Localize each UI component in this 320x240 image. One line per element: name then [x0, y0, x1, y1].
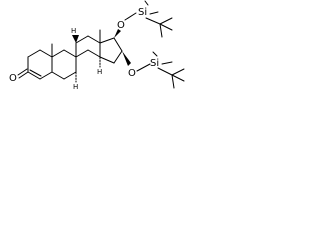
ring-c — [75, 29, 101, 58]
bond — [75, 35, 89, 44]
bond — [99, 37, 115, 44]
carbonyl-double — [17, 68, 28, 76]
ring-a — [17, 49, 53, 80]
bond — [99, 56, 115, 64]
bond — [39, 71, 53, 80]
molecule-drawing: O Si O Si H H H O — [9, 0, 185, 91]
wedge-bond — [122, 51, 131, 66]
bond — [124, 12, 137, 21]
wedge-bond — [114, 29, 121, 38]
bond — [39, 49, 53, 58]
si-methyl — [161, 61, 173, 65]
carbonyl-bond — [18, 71, 29, 79]
si-tbu — [157, 67, 173, 76]
otbs-top: O Si — [114, 0, 173, 38]
tbu-branch — [171, 74, 185, 82]
oxygen-label: O — [117, 20, 125, 31]
hydrogen-label: H — [73, 83, 78, 91]
structure-diagram: O Si O Si H H H O — [0, 0, 215, 124]
bond — [51, 71, 65, 80]
bond — [87, 35, 101, 44]
ring-b — [51, 43, 77, 80]
silicon-label: Si — [150, 58, 159, 69]
bond — [51, 49, 65, 58]
bond — [75, 49, 89, 58]
si-tbu — [145, 17, 161, 25]
oxygen-label: O — [128, 68, 136, 79]
hydrogen-label: H — [71, 27, 76, 35]
si-methyl — [144, 0, 149, 6]
si-methyl — [149, 11, 159, 15]
stereo-hydrogens: H H H — [71, 27, 102, 91]
bond — [27, 71, 41, 80]
bond — [113, 37, 123, 52]
tbu-branch — [159, 17, 173, 25]
tbu-branch — [171, 74, 175, 89]
tbu-branch — [159, 23, 173, 31]
ring-d — [99, 37, 123, 64]
hydrogen-label: H — [97, 68, 102, 76]
bond — [113, 50, 123, 64]
wedge-bond — [72, 35, 79, 43]
bond — [63, 71, 77, 80]
silicon-label: Si — [138, 7, 147, 18]
double-bond-inner — [29, 69, 42, 77]
tbu-branch — [171, 68, 185, 76]
bond — [136, 63, 151, 72]
bond — [63, 49, 77, 58]
bond — [87, 49, 101, 58]
tbu-branch — [159, 23, 163, 38]
si-methyl — [152, 51, 158, 57]
ketone-oxygen-label: O — [9, 73, 17, 84]
bond — [27, 49, 41, 58]
otbs-bottom: O Si — [122, 51, 185, 89]
